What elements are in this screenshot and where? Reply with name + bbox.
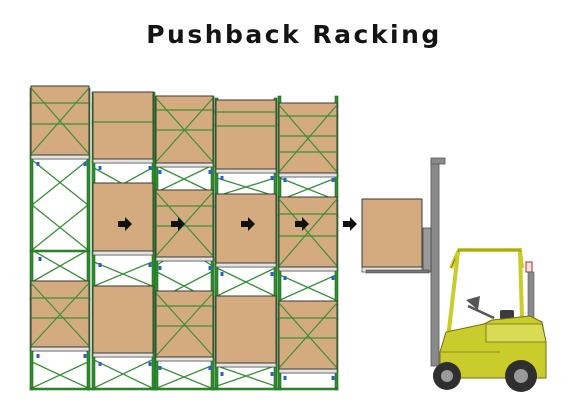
forklift-load-box (361, 198, 423, 268)
box (215, 295, 277, 364)
forklift-icon (365, 157, 547, 392)
box (92, 285, 154, 354)
box (215, 193, 277, 264)
pallets (30, 154, 423, 374)
box (92, 182, 154, 252)
box (215, 99, 277, 170)
right-arrow-icon (343, 217, 357, 231)
box (92, 91, 154, 160)
page-title: Pushback Racking (146, 20, 442, 49)
